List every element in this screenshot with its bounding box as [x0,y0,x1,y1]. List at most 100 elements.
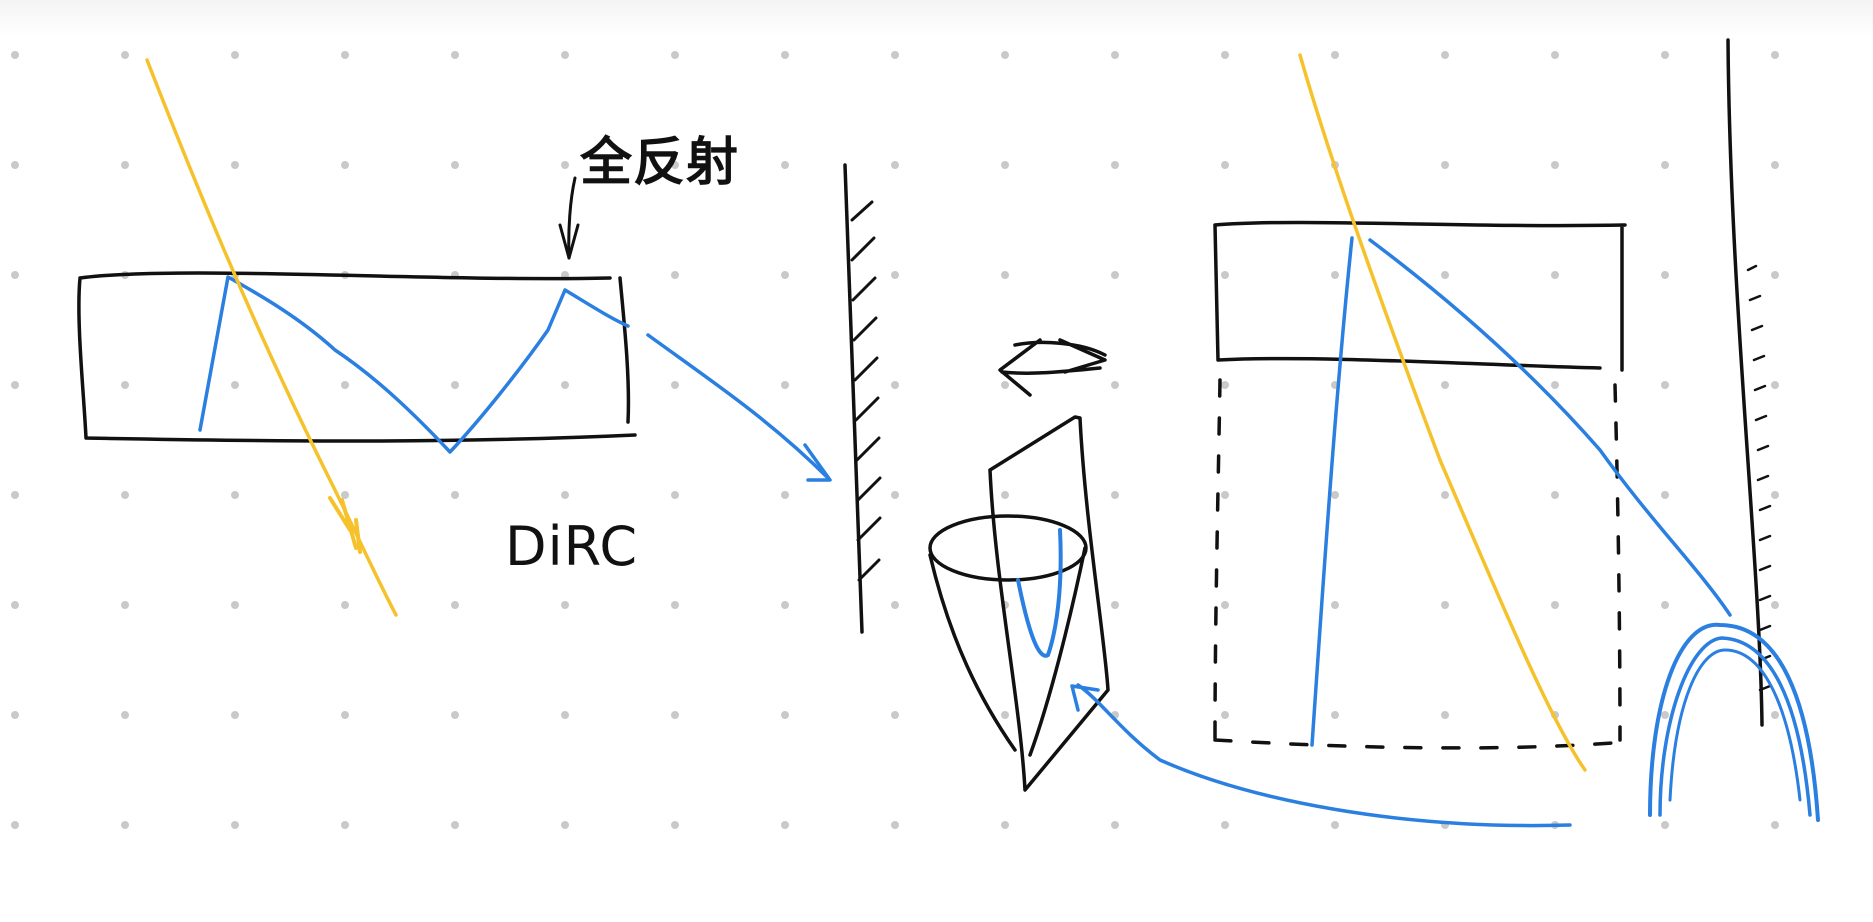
grid-dot [891,601,899,609]
grid-dot [121,711,129,719]
grid-dot [1221,271,1229,279]
grid-dot [1441,381,1449,389]
grid-dot [891,161,899,169]
grid-dot [561,711,569,719]
grid-dot [1001,161,1009,169]
grid-dot [891,711,899,719]
grid-dot [121,381,129,389]
grid-dot [561,161,569,169]
grid-dot [231,51,239,59]
grid-dot [1001,821,1009,829]
grid-dot [671,711,679,719]
grid-dot [451,821,459,829]
grid-dot [781,51,789,59]
grid-dot [11,161,19,169]
grid-dot [1661,381,1669,389]
grid-dot [121,601,129,609]
grid-dot [671,821,679,829]
return-arrow [1070,683,1572,828]
grid-dot [781,491,789,499]
double-arrow [998,338,1107,397]
grid-dot [1111,271,1119,279]
grid-dot [1551,161,1559,169]
grid-dot [451,491,459,499]
grid-dot [1551,271,1559,279]
grid-dot [1771,601,1779,609]
grid-dot [1221,161,1229,169]
grid-dot [1661,271,1669,279]
detector-wall-right [1726,38,1772,727]
grid-dot [1551,601,1559,609]
grid-dot [781,271,789,279]
grid-dot [11,51,19,59]
grid-dot [671,161,679,169]
grid-dot [891,821,899,829]
grid-dot [1661,51,1669,59]
grid-dot [341,821,349,829]
grid-dot [1111,51,1119,59]
grid-dot [1331,711,1339,719]
dirc-bar [77,271,637,443]
grid-dot [1221,491,1229,499]
grid-dot [1771,381,1779,389]
grid-dot [1001,491,1009,499]
grid-dot [561,381,569,389]
grid-dot [341,161,349,169]
grid-dot [121,161,129,169]
grid-dot [11,381,19,389]
grid-dot [231,821,239,829]
grid-dot [891,491,899,499]
grid-dot [1661,821,1669,829]
grid-dot [1111,601,1119,609]
grid-dot [231,161,239,169]
grid-dot [1771,821,1779,829]
grid-dot [231,491,239,499]
top-shadow [0,0,1873,38]
grid-dot [11,601,19,609]
incident-particle-right [1298,53,1587,772]
grid-dot [1221,821,1229,829]
grid-dot [671,601,679,609]
detector-wall [843,163,882,634]
grid-dot [231,381,239,389]
grid-dot [341,601,349,609]
grid-dot [1221,51,1229,59]
grid-dot [561,821,569,829]
grid-dot [451,161,459,169]
grid-dot [1441,601,1449,609]
grid-dot [451,711,459,719]
grid-dot [11,821,19,829]
grid-dot [451,601,459,609]
grid-dot [1771,711,1779,719]
grid-dot [1661,491,1669,499]
grid-dot [1771,271,1779,279]
grid-dot [1111,161,1119,169]
grid-dot [1001,51,1009,59]
grid-dot [1441,711,1449,719]
grid-dot [1771,491,1779,499]
grid-dot [561,601,569,609]
grid-dot [451,381,459,389]
grid-dot [1331,491,1339,499]
grid-dot [1661,711,1669,719]
grid-dot [1771,51,1779,59]
grid-dot [671,271,679,279]
grid-dot [1771,161,1779,169]
grid-dot [121,51,129,59]
grid-dot [11,711,19,719]
grid-dot [781,821,789,829]
grid-dot [671,51,679,59]
grid-dot [11,491,19,499]
grid-dot [121,821,129,829]
grid-dot [341,381,349,389]
grid-dot [341,491,349,499]
grid-dot [561,491,569,499]
grid-dot [1001,711,1009,719]
grid-dot [1661,161,1669,169]
grid-dot [671,381,679,389]
grid-dot [121,491,129,499]
annotation-arrow [558,176,580,260]
grid-dot [891,51,899,59]
dirc-side-bar [1213,220,1627,750]
